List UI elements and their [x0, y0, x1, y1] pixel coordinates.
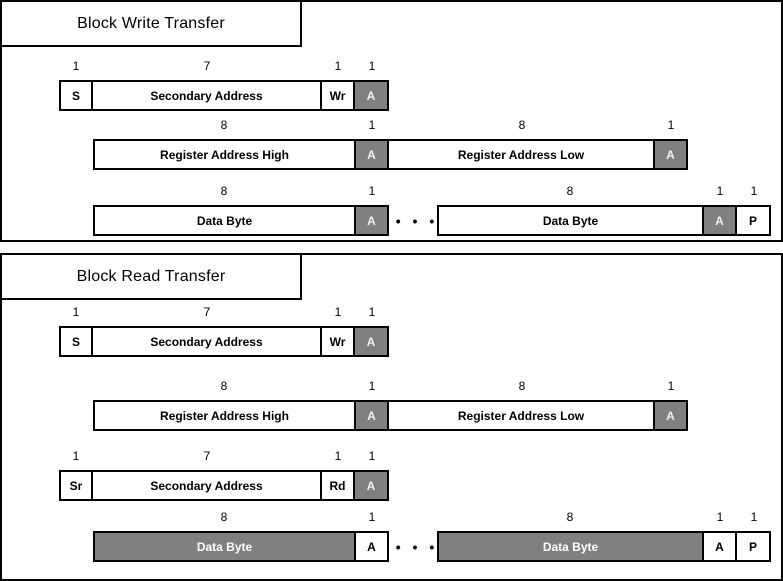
cell-ack-bit: A [353, 470, 389, 501]
bit-width-label: 1 [368, 379, 376, 393]
cell-stop-condition: P [735, 205, 771, 236]
cell-repeated-start-condition: Sr [59, 470, 93, 501]
bit-width-label: 1 [368, 305, 376, 319]
cell-data-byte: Data Byte [437, 531, 704, 562]
cell-ack-bit: A [353, 326, 389, 357]
bit-width-label: 1 [716, 510, 724, 524]
bit-width-label: 1 [72, 59, 80, 73]
cell-data-byte: Data Byte [93, 205, 356, 236]
bit-width-label: 7 [203, 305, 211, 319]
cell-start-condition: S [59, 326, 93, 357]
cell-ack-bit: A [354, 139, 389, 170]
cell-read-bit: Rd [320, 470, 355, 501]
ellipsis-dots: • • • [395, 538, 439, 555]
bit-width-label: 1 [368, 118, 376, 132]
read-title-label: Block Read Transfer [76, 267, 226, 285]
cell-ack-bit: A [354, 531, 389, 562]
bit-width-label: 1 [750, 184, 758, 198]
cell-stop-condition: P [735, 531, 771, 562]
cell-register-address-high: Register Address High [93, 139, 356, 170]
read-frame-row-4-right: Data Byte A P [437, 531, 771, 562]
bit-width-label: 1 [750, 510, 758, 524]
cell-register-address-low: Register Address Low [387, 139, 655, 170]
cell-data-byte: Data Byte [93, 531, 356, 562]
cell-secondary-address: Secondary Address [91, 326, 322, 357]
bit-width-label: 7 [203, 59, 211, 73]
bit-width-label: 8 [220, 379, 228, 393]
bit-width-label: 8 [566, 510, 574, 524]
bit-width-label: 1 [667, 379, 675, 393]
write-frame-row-3-right: Data Byte A P [437, 205, 771, 236]
bit-width-label: 1 [368, 449, 376, 463]
bit-width-label: 1 [368, 59, 376, 73]
cell-ack-bit: A [353, 80, 389, 111]
cell-ack-bit: A [653, 139, 688, 170]
cell-ack-bit: A [354, 400, 389, 431]
cell-register-address-low: Register Address Low [387, 400, 655, 431]
bit-width-label: 1 [72, 449, 80, 463]
cell-ack-bit: A [653, 400, 688, 431]
bit-width-label: 8 [220, 118, 228, 132]
cell-ack-bit: A [702, 205, 737, 236]
write-frame-row-1: S Secondary Address Wr A [59, 80, 389, 111]
bit-width-label: 8 [220, 510, 228, 524]
bit-width-label: 1 [716, 184, 724, 198]
bit-width-label: 7 [203, 449, 211, 463]
bit-width-label: 1 [334, 305, 342, 319]
read-frame-row-2: Register Address High A Register Address… [93, 400, 688, 431]
bit-width-label: 8 [566, 184, 574, 198]
bit-width-label: 1 [368, 184, 376, 198]
read-frame-row-3: Sr Secondary Address Rd A [59, 470, 389, 501]
cell-secondary-address: Secondary Address [91, 470, 322, 501]
write-title-label: Block Write Transfer [77, 14, 225, 32]
cell-register-address-high: Register Address High [93, 400, 356, 431]
bit-width-label: 8 [518, 379, 526, 393]
cell-data-byte: Data Byte [437, 205, 704, 236]
cell-ack-bit: A [702, 531, 737, 562]
bit-width-label: 1 [334, 449, 342, 463]
write-frame-row-2: Register Address High A Register Address… [93, 139, 688, 170]
read-frame-row-4-left: Data Byte A [93, 531, 389, 562]
cell-secondary-address: Secondary Address [91, 80, 322, 111]
read-frame-row-1: S Secondary Address Wr A [59, 326, 389, 357]
cell-ack-bit: A [354, 205, 389, 236]
write-frame-row-3-left: Data Byte A [93, 205, 389, 236]
bit-width-label: 1 [667, 118, 675, 132]
write-section-title: Block Write Transfer [0, 0, 302, 47]
read-section-title: Block Read Transfer [0, 253, 302, 300]
bit-width-label: 1 [72, 305, 80, 319]
bit-width-label: 8 [518, 118, 526, 132]
cell-start-condition: S [59, 80, 93, 111]
cell-write-bit: Wr [320, 80, 355, 111]
bit-width-label: 1 [368, 510, 376, 524]
ellipsis-dots: • • • [395, 212, 439, 229]
bit-width-label: 8 [220, 184, 228, 198]
bit-width-label: 1 [334, 59, 342, 73]
cell-write-bit: Wr [320, 326, 355, 357]
